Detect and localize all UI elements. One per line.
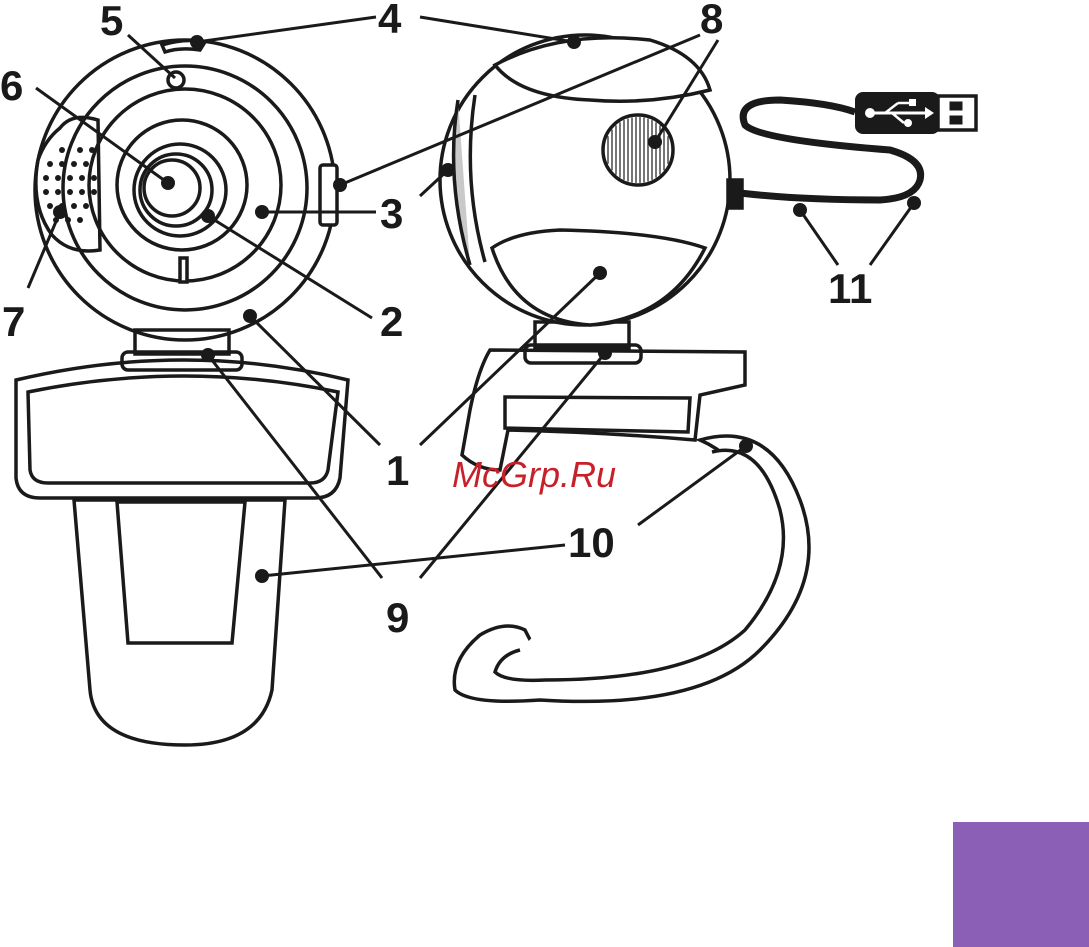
callout-dot-8b [648, 135, 662, 149]
microphone-hole [91, 175, 97, 181]
callout-dot-3a [255, 205, 269, 219]
callout-dot-4b [567, 35, 581, 49]
front-view [16, 40, 348, 745]
callout-dot-9a [201, 348, 215, 362]
watermark: McGrp.Ru [452, 454, 616, 495]
microphone-hole [91, 189, 97, 195]
callout-label-3: 3 [380, 190, 403, 237]
callout-label-2: 2 [380, 298, 403, 345]
callout-label-11: 11 [828, 265, 872, 312]
microphone-hole [47, 203, 53, 209]
microphone-hole [79, 175, 85, 181]
microphone-hole [77, 217, 83, 223]
microphone-hole [55, 175, 61, 181]
microphone-hole [65, 217, 71, 223]
callout-dot-9b [598, 346, 612, 360]
microphone-hole [71, 203, 77, 209]
callout-dot-7 [53, 205, 67, 219]
callout-label-10: 10 [568, 519, 615, 566]
callout-dot-4a [190, 35, 204, 49]
callout-dot-1a [243, 309, 257, 323]
side-view [440, 35, 809, 701]
callout-dot-10a [255, 569, 269, 583]
microphone-hole [77, 147, 83, 153]
callout-label-5: 5 [100, 0, 123, 44]
microphone-hole [67, 189, 73, 195]
microphone-hole [43, 175, 49, 181]
callout-label-8: 8 [700, 0, 723, 42]
usb-plug-connector [938, 96, 976, 130]
microphone-hole [59, 161, 65, 167]
usb-cable [740, 92, 976, 200]
microphone-hole [67, 175, 73, 181]
callout-label-9: 9 [386, 594, 409, 641]
callout-label-4: 4 [378, 0, 402, 42]
callout-dot-11a [793, 203, 807, 217]
microphone-hole [89, 147, 95, 153]
microphone-hole [79, 189, 85, 195]
side-grille [603, 115, 673, 185]
callout-label-6: 6 [0, 62, 23, 109]
callout-label-7: 7 [2, 298, 25, 345]
microphone-hole [47, 161, 53, 167]
microphone-hole [83, 203, 89, 209]
callout-dot-10b [739, 439, 753, 453]
callout-dot-11b [907, 196, 921, 210]
corner-tab [953, 822, 1089, 947]
microphone-hole [59, 147, 65, 153]
callout-dot-3b [441, 163, 455, 177]
microphone-hole [55, 189, 61, 195]
callout-label-1: 1 [386, 447, 409, 494]
microphone-hole [83, 161, 89, 167]
callout-dot-1b [593, 266, 607, 280]
callout-dot-8a [333, 178, 347, 192]
callout-dot-2 [201, 209, 215, 223]
microphone-hole [43, 189, 49, 195]
callout-dot-6 [161, 176, 175, 190]
microphone-hole [71, 161, 77, 167]
snapshot-button [320, 165, 337, 225]
